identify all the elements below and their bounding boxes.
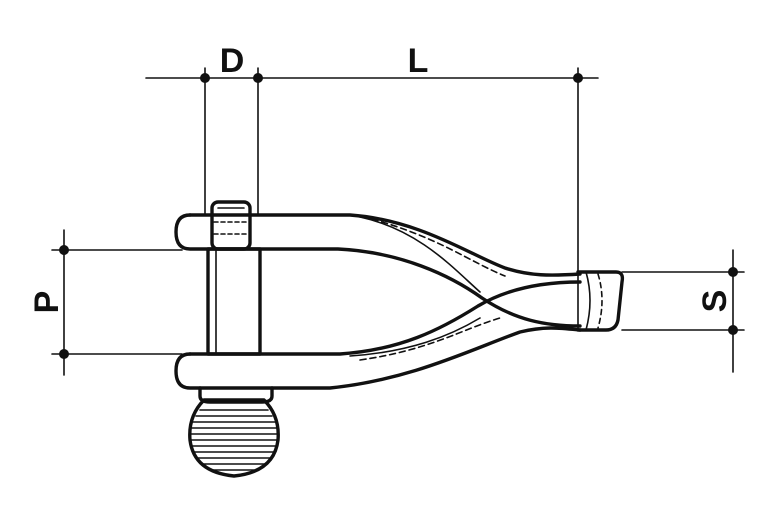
dimension-label-l: L [408, 42, 429, 80]
shackle-pin [198, 200, 274, 404]
pin-head-knob [188, 398, 280, 478]
dimension-label-p: P [28, 291, 66, 314]
dimension-label-d: D [220, 42, 245, 80]
dimension-lines [51, 67, 745, 376]
dimension-markers [59, 73, 738, 359]
dimension-label-s: S [696, 290, 734, 313]
shackle-body [174, 213, 625, 390]
